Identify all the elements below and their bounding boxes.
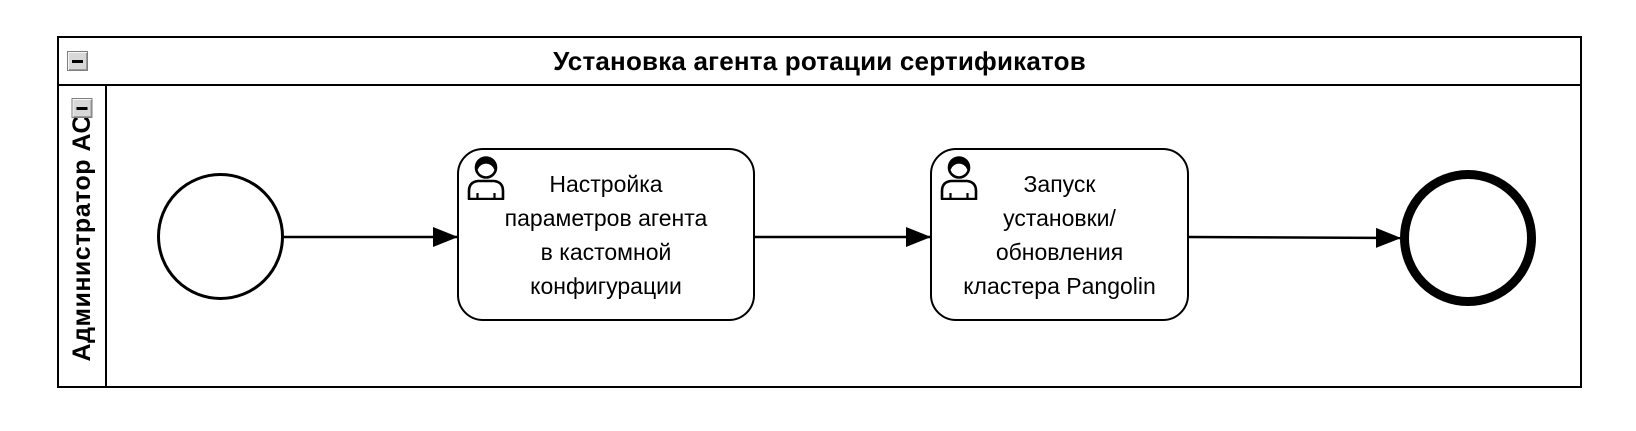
end-event[interactable]	[1400, 170, 1536, 306]
user-icon	[466, 154, 506, 201]
lane-label: Администратор АС	[67, 114, 96, 362]
lane-body: Настройка параметров агента в кастомной …	[107, 86, 1580, 386]
sequence-flow-task2-to-end[interactable]	[1188, 227, 1401, 248]
task-label: Запуск установки/ обновления кластера Pa…	[963, 170, 1156, 299]
task-label: Настройка параметров агента в кастомной …	[504, 170, 708, 299]
minus-icon	[72, 59, 83, 63]
start-event[interactable]	[157, 173, 284, 300]
user-icon	[939, 154, 979, 201]
lane-header: Администратор АС	[59, 86, 107, 386]
lane-collapse-button[interactable]	[71, 98, 93, 118]
pool-body: Администратор АС	[59, 86, 1580, 386]
pool-title: Установка агента ротации сертификатов	[553, 45, 1086, 76]
pool: Установка агента ротации сертификатов Ад…	[57, 36, 1582, 388]
minus-icon	[76, 106, 88, 110]
pool-collapse-button[interactable]	[67, 51, 88, 71]
user-task-launch-install[interactable]: Запуск установки/ обновления кластера Pa…	[930, 148, 1189, 321]
pool-header: Установка агента ротации сертификатов	[59, 38, 1580, 86]
sequence-flows	[284, 227, 1401, 248]
user-task-configure-agent[interactable]: Настройка параметров агента в кастомной …	[457, 148, 755, 321]
